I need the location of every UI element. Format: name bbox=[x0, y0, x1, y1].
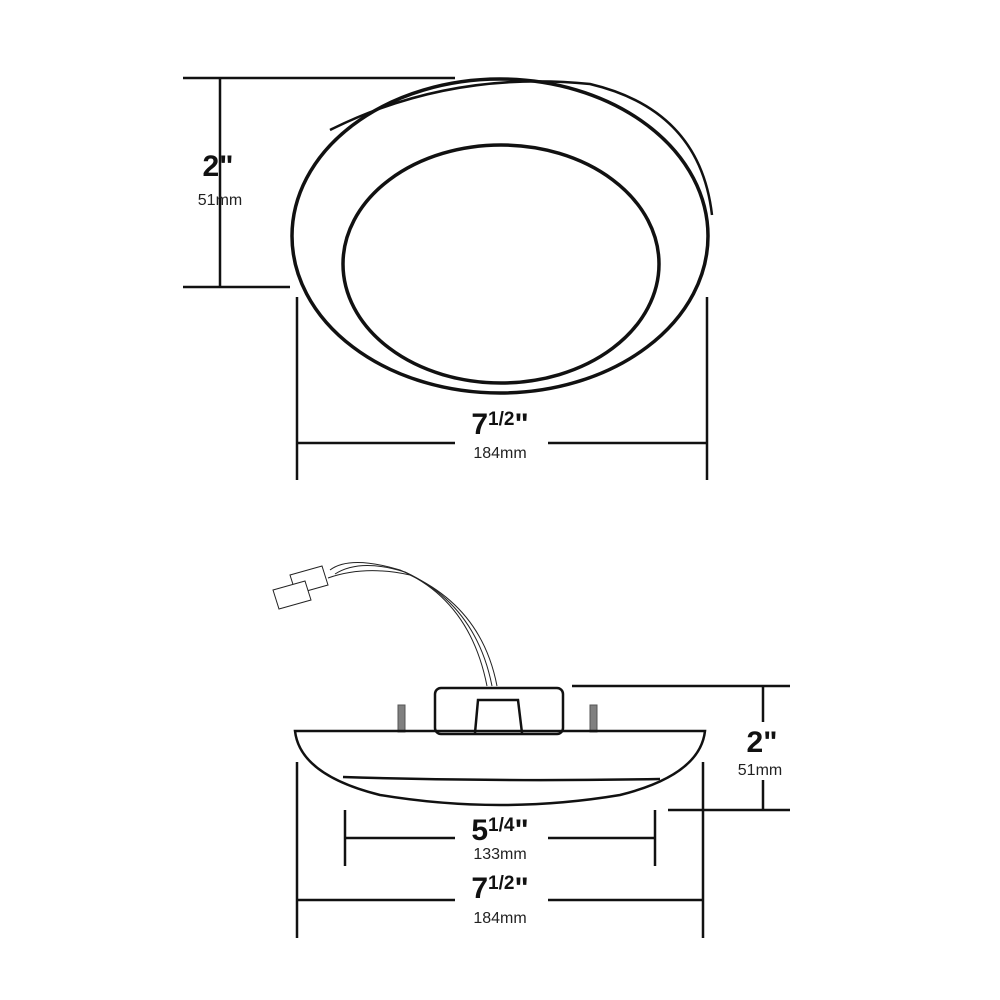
wires bbox=[329, 562, 488, 687]
top-height-metric: 51mm bbox=[198, 192, 242, 209]
svg-text:71/2": 71/2" bbox=[471, 408, 528, 441]
mounting-pin-right bbox=[589, 704, 598, 733]
side-height-dimension: 2" 51mm bbox=[572, 684, 790, 812]
trim-body bbox=[293, 729, 707, 807]
top-width-value: 7 bbox=[471, 408, 488, 441]
side-width-dimension: 71/2" 184mm bbox=[295, 762, 705, 938]
lens-width-metric: 133mm bbox=[473, 846, 526, 863]
top-width-dimension: 71/2" 184mm bbox=[295, 297, 709, 480]
top-height-dimension: 2" 51mm bbox=[183, 76, 455, 289]
connector bbox=[272, 565, 329, 610]
side-width-metric: 184mm bbox=[473, 910, 526, 927]
top-view-fixture bbox=[290, 77, 714, 395]
top-width-metric: 184mm bbox=[473, 445, 526, 462]
mounting-pin-left bbox=[397, 704, 406, 733]
side-height-value: 2 bbox=[747, 726, 764, 759]
side-width-value: 7 bbox=[471, 872, 488, 905]
side-height-metric: 51mm bbox=[738, 762, 782, 779]
lens bbox=[341, 143, 661, 385]
svg-text:51/4": 51/4" bbox=[471, 814, 528, 847]
driver-box bbox=[433, 686, 565, 736]
strain-relief bbox=[473, 698, 524, 734]
trim-rim-edge bbox=[329, 80, 714, 216]
svg-text:2": 2" bbox=[203, 150, 234, 183]
side-view-fixture bbox=[272, 562, 707, 807]
lens-width-dimension: 51/4" 133mm bbox=[343, 810, 657, 866]
lens-width-value: 5 bbox=[471, 814, 488, 847]
svg-text:71/2": 71/2" bbox=[471, 872, 528, 905]
outer-trim bbox=[290, 77, 710, 395]
svg-text:2": 2" bbox=[747, 726, 778, 759]
top-height-value: 2 bbox=[203, 150, 220, 183]
lens-edge bbox=[342, 775, 661, 782]
